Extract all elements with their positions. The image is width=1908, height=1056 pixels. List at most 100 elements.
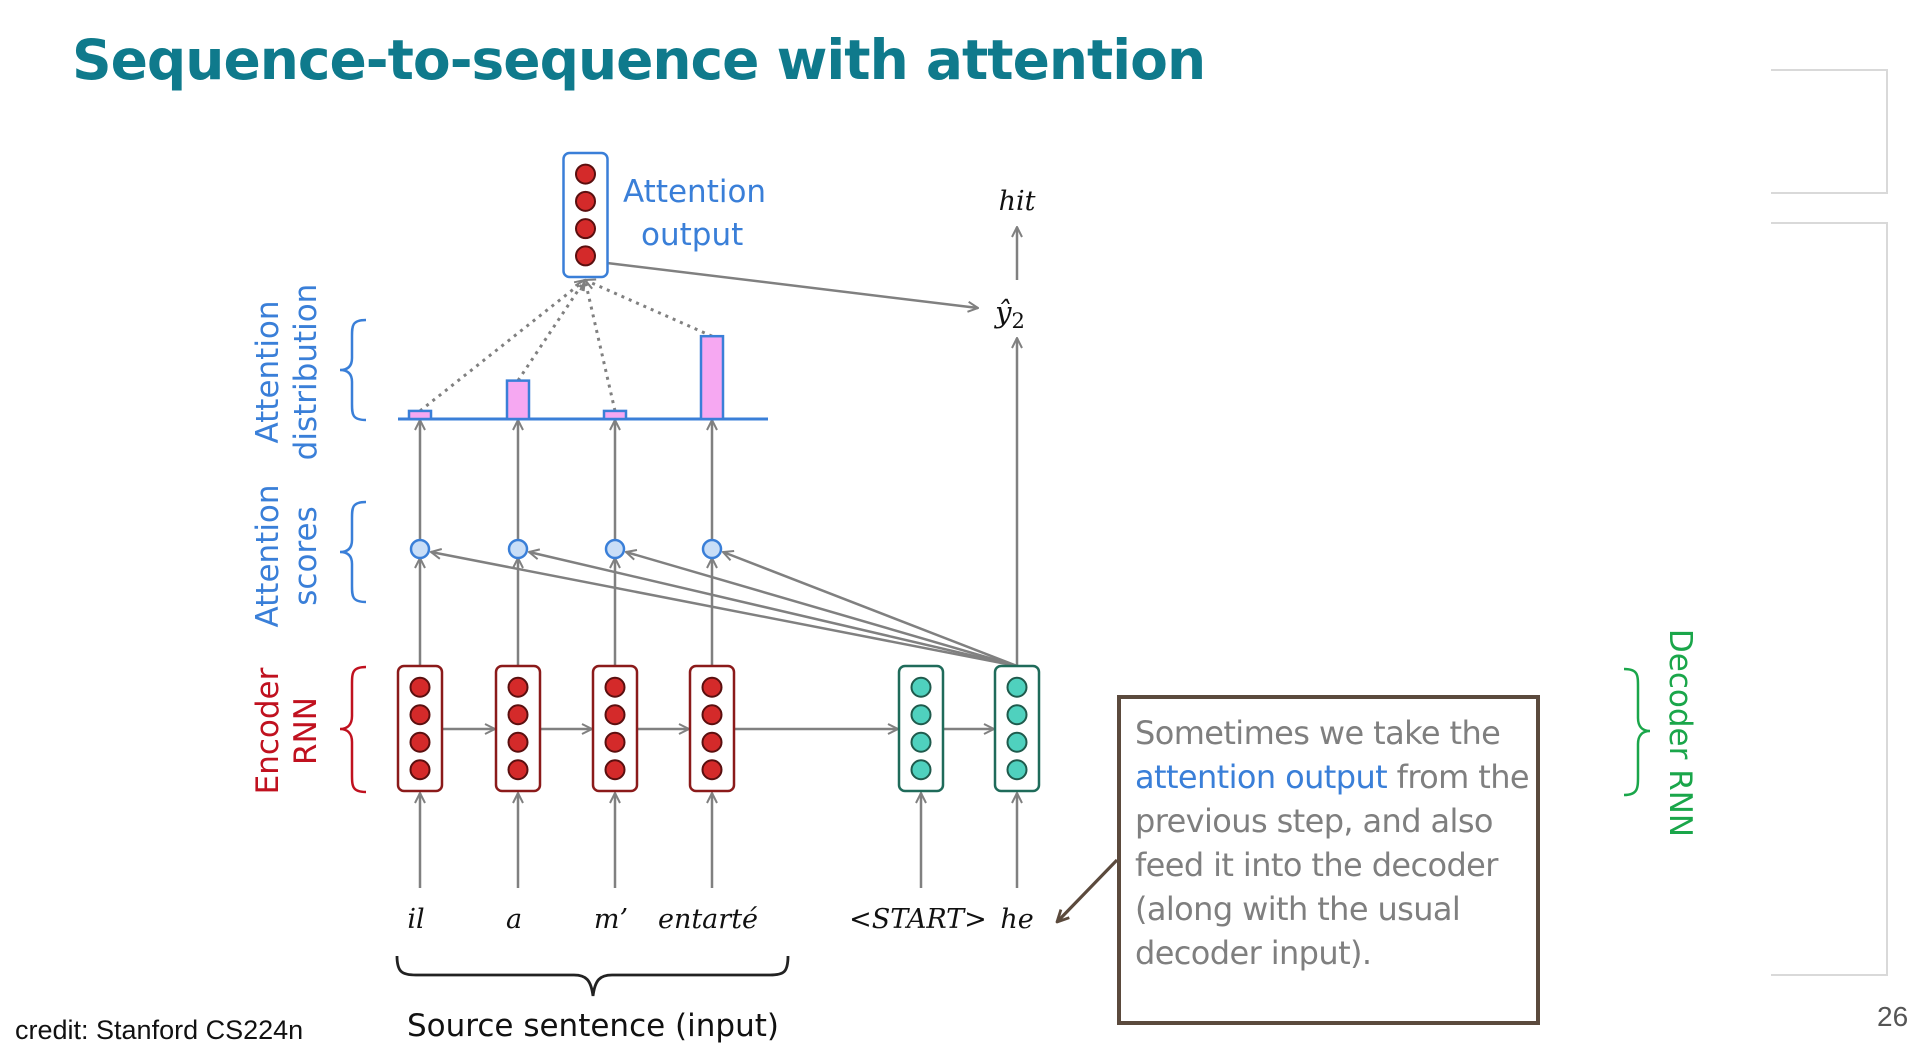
decoder-state-box-1-unit-3 bbox=[1006, 759, 1028, 781]
yhat-subscript: 2 bbox=[1012, 309, 1025, 333]
attention-weight-dotted-line-2 bbox=[585, 280, 617, 412]
label-encoder-rnn-line2: RNN bbox=[288, 697, 324, 765]
brace-encoder-rnn bbox=[339, 665, 367, 794]
label-decoder-rnn: Decoder RNN bbox=[1662, 629, 1698, 837]
callout-line-2-rest: from the bbox=[1387, 758, 1530, 796]
attention-weight-dotted-line-3 bbox=[585, 280, 713, 338]
decoder-state-box-1-unit-0 bbox=[1006, 676, 1028, 698]
decoder-state-box-0-unit-3 bbox=[910, 759, 932, 781]
yhat-symbol: ŷ bbox=[993, 295, 1012, 329]
attention-score-circle-1 bbox=[507, 538, 529, 560]
encoder-state-box-0-unit-2 bbox=[409, 731, 431, 753]
encoder-state-box-2-unit-0 bbox=[604, 676, 626, 698]
credit-text: credit: Stanford CS224n bbox=[15, 1015, 304, 1045]
attention-output-label-line1: Attention bbox=[623, 174, 766, 210]
decoder-state-box-0-unit-2 bbox=[910, 731, 932, 753]
label-attention-distribution: Attention distribution bbox=[250, 284, 324, 461]
attention-output-box-unit-0 bbox=[575, 163, 596, 185]
side-panel-top bbox=[1771, 69, 1888, 194]
encoder-state-box-3 bbox=[688, 664, 736, 793]
attention-bar-2 bbox=[602, 409, 628, 421]
encoder-state-box-1-unit-1 bbox=[507, 704, 529, 726]
callout-line-2: attention output from the bbox=[1135, 755, 1535, 799]
output-word-hit: hit bbox=[999, 186, 1036, 217]
attention-output-to-prediction-arrow bbox=[606, 261, 978, 308]
label-attention-distribution-line1: Attention bbox=[250, 300, 286, 443]
encoder-state-box-3-unit-0 bbox=[701, 676, 723, 698]
attention-score-circle-3 bbox=[701, 538, 723, 560]
page-number: 26 bbox=[1877, 1001, 1908, 1032]
attention-output-box-unit-2 bbox=[575, 218, 596, 240]
callout-highlight: attention output bbox=[1135, 758, 1388, 796]
label-attention-scores: Attention scores bbox=[250, 484, 324, 627]
attention-score-circle-0 bbox=[409, 538, 431, 560]
source-word-2: m’ bbox=[594, 904, 628, 935]
attention-weight-dotted-line-1 bbox=[516, 280, 587, 382]
label-encoder-rnn: Encoder RNN bbox=[250, 667, 324, 794]
source-sentence-label: Source sentence (input) bbox=[407, 1008, 779, 1044]
brace-attention-scores bbox=[339, 500, 367, 604]
callout-text: Sometimes we take the attention output f… bbox=[1135, 711, 1535, 975]
source-word-1: a bbox=[506, 904, 522, 935]
attention-bar-3 bbox=[699, 334, 725, 421]
attention-weight-dotted-line-0 bbox=[419, 280, 585, 413]
source-word-0: il bbox=[407, 904, 424, 935]
decoder-to-score-arrow-1 bbox=[529, 552, 1018, 668]
encoder-state-box-1-unit-2 bbox=[507, 731, 529, 753]
encoder-state-box-2-unit-1 bbox=[604, 704, 626, 726]
encoder-state-box-3-unit-2 bbox=[701, 731, 723, 753]
encoder-state-box-0-unit-3 bbox=[409, 759, 431, 781]
encoder-state-box-0-unit-1 bbox=[409, 704, 431, 726]
decoder-state-box-1 bbox=[993, 664, 1041, 793]
attention-bar-0 bbox=[407, 409, 433, 421]
brace-attention-distribution bbox=[339, 318, 367, 422]
label-attention-scores-line2: scores bbox=[288, 506, 324, 605]
callout-line-6: decoder input). bbox=[1135, 934, 1372, 972]
brace-source-sentence bbox=[395, 955, 790, 997]
label-encoder-rnn-line1: Encoder bbox=[250, 667, 286, 794]
label-attention-scores-line1: Attention bbox=[250, 484, 286, 627]
decoder-to-score-arrow-2 bbox=[626, 552, 1018, 668]
encoder-state-box-2-unit-2 bbox=[604, 731, 626, 753]
attention-output-label-line2: output bbox=[641, 217, 743, 253]
encoder-state-box-0 bbox=[396, 664, 444, 793]
decoder-input-word-0: <START> bbox=[849, 904, 987, 935]
encoder-state-box-1-unit-0 bbox=[507, 676, 529, 698]
attention-output-box bbox=[562, 151, 609, 279]
callout-line-3: previous step, and also bbox=[1135, 802, 1493, 840]
callout-box: Sometimes we take the attention output f… bbox=[1117, 695, 1540, 1025]
label-decoder-rnn-text: Decoder RNN bbox=[1662, 629, 1698, 837]
encoder-state-box-3-unit-1 bbox=[701, 704, 723, 726]
side-panel-bottom bbox=[1771, 222, 1888, 976]
callout-connector-arrow bbox=[1057, 858, 1119, 922]
diagram-shapes bbox=[396, 151, 1041, 793]
callout-line-4: feed it into the decoder bbox=[1135, 846, 1498, 884]
connection-lines bbox=[419, 227, 1119, 922]
decoder-state-box-1-unit-2 bbox=[1006, 731, 1028, 753]
decoder-state-box-0-unit-1 bbox=[910, 704, 932, 726]
attention-output-box-unit-3 bbox=[575, 245, 596, 267]
attention-score-circle-2 bbox=[604, 538, 626, 560]
input-words: il a m’ entarté <START> he bbox=[407, 904, 1033, 935]
decoder-to-score-arrow-3 bbox=[723, 552, 1018, 668]
output-prediction-yhat: ŷ2 bbox=[993, 295, 1025, 333]
decoder-to-score-arrow-0 bbox=[431, 552, 1018, 668]
decoder-state-box-1-unit-1 bbox=[1006, 704, 1028, 726]
decoder-input-word-1: he bbox=[1000, 904, 1033, 935]
source-word-3: entarté bbox=[658, 904, 758, 935]
label-attention-distribution-line2: distribution bbox=[288, 284, 324, 461]
slide-title: Sequence-to-sequence with attention bbox=[72, 28, 1206, 92]
attention-output-box-unit-1 bbox=[575, 190, 596, 212]
encoder-state-box-1-unit-3 bbox=[507, 759, 529, 781]
encoder-state-box-2 bbox=[591, 664, 639, 793]
decoder-state-box-0 bbox=[897, 664, 945, 793]
decoder-state-box-0-unit-0 bbox=[910, 676, 932, 698]
attention-bar-1 bbox=[505, 379, 531, 421]
callout-line-5: (along with the usual bbox=[1135, 890, 1461, 928]
callout-line-1: Sometimes we take the bbox=[1135, 714, 1501, 752]
encoder-state-box-3-unit-3 bbox=[701, 759, 723, 781]
encoder-state-box-1 bbox=[494, 664, 542, 793]
encoder-state-box-0-unit-0 bbox=[409, 676, 431, 698]
brace-decoder-rnn bbox=[1623, 667, 1651, 797]
